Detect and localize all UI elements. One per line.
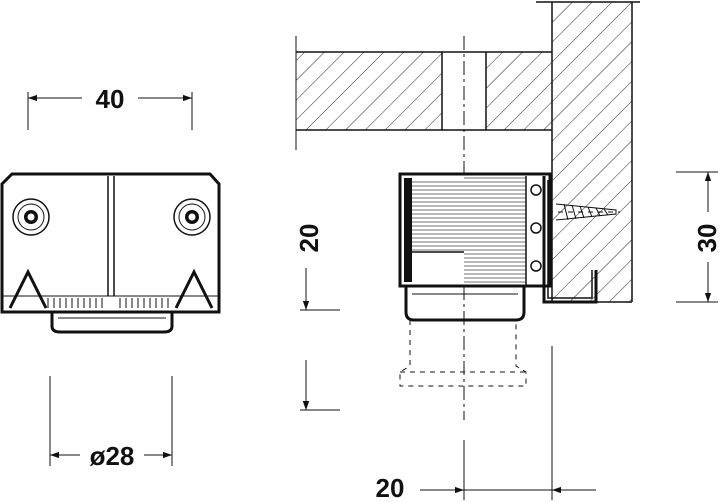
screw [548, 203, 620, 221]
front-body [0, 172, 221, 314]
button-extended [399, 320, 527, 387]
dimension-label-40: 40 [96, 84, 125, 114]
wall-section [536, 1, 640, 303]
mounting-bracket [542, 176, 598, 304]
mechanism-body [398, 172, 552, 288]
front-view: 40 [0, 84, 221, 471]
dimension-offset-20: 20 [376, 346, 596, 502]
dimension-label-dia28: ø28 [90, 441, 135, 471]
dimension-label-height-20: 20 [294, 224, 324, 253]
screw-hole-left [12, 198, 50, 236]
button-retracted [404, 286, 526, 322]
dimension-label-offset-20: 20 [376, 473, 405, 502]
screw-hole-right [173, 198, 211, 236]
dimension-label-height-30: 30 [692, 224, 720, 253]
front-button [50, 312, 174, 334]
side-view: 20 30 20 [294, 1, 720, 502]
dimension-width-40: 40 [27, 84, 193, 130]
shelf-section [295, 36, 552, 150]
dimension-height-30: 30 [676, 171, 720, 303]
dimension-stroke-20: 20 [294, 224, 340, 411]
dimension-diameter-28: ø28 [49, 376, 173, 471]
